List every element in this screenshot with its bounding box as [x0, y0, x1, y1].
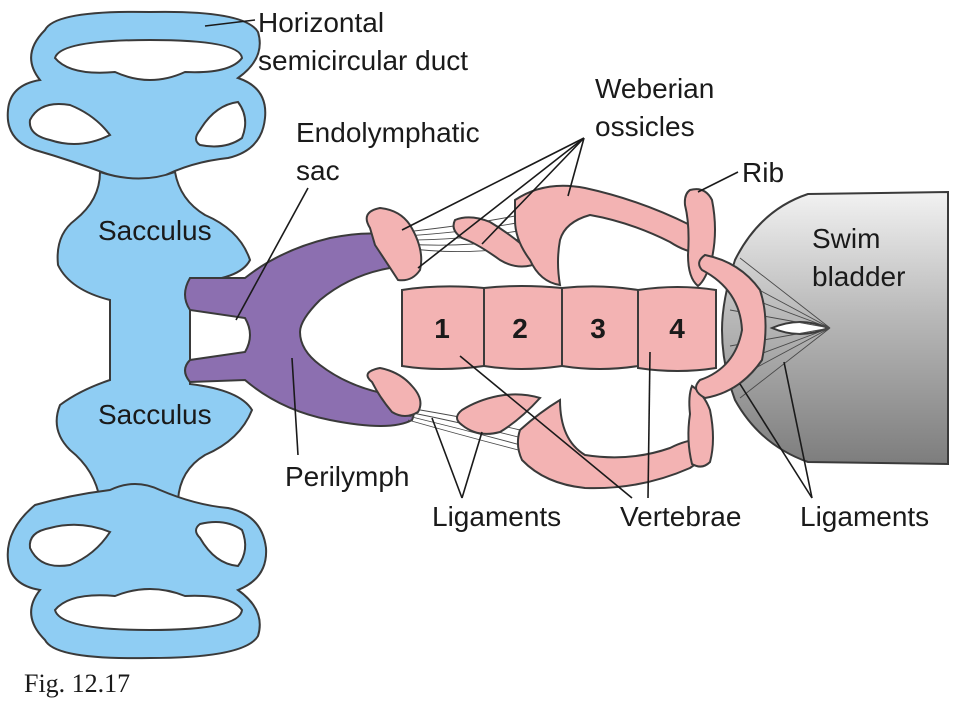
rib-lower [687, 384, 714, 468]
labels: Horizontal semicircular duct Endolymphat… [24, 7, 929, 698]
label-swim-bladder-line2: bladder [812, 261, 905, 292]
lower-duct-loop [6, 483, 268, 660]
label-vertebrae: Vertebrae [620, 501, 741, 532]
inner-ear [6, 10, 268, 660]
vertebra-number-2: 2 [512, 313, 528, 344]
figure-caption: Fig. 12.17 [24, 669, 130, 698]
vertebra-number-4: 4 [669, 313, 685, 344]
label-rib: Rib [742, 157, 784, 188]
label-swim-bladder-line1: Swim [812, 223, 880, 254]
leader-lines [204, 19, 813, 499]
label-ligaments-right: Ligaments [800, 501, 929, 532]
vertebra-body-4 [637, 286, 717, 372]
label-weberian-ossicles-line2: ossicles [595, 111, 695, 142]
upper-duct-loop [6, 10, 267, 184]
label-weberian-ossicles-line1: Weberian [595, 73, 714, 104]
label-sacculus-lower: Sacculus [98, 399, 212, 430]
label-ligaments-left: Ligaments [432, 501, 561, 532]
vertebra-number-1: 1 [434, 313, 450, 344]
label-horizontal-duct-line2: semicircular duct [258, 45, 468, 76]
label-endolymphatic-sac-line2: sac [296, 155, 340, 186]
vertebra-number-3: 3 [590, 313, 606, 344]
vertebral-column: 1 2 3 4 [401, 285, 717, 372]
label-horizontal-duct-line1: Horizontal [258, 7, 384, 38]
label-endolymphatic-sac-line1: Endolymphatic [296, 117, 480, 148]
label-sacculus-upper: Sacculus [98, 215, 212, 246]
swim-bladder [720, 190, 949, 466]
label-perilymph: Perilymph [285, 461, 409, 492]
